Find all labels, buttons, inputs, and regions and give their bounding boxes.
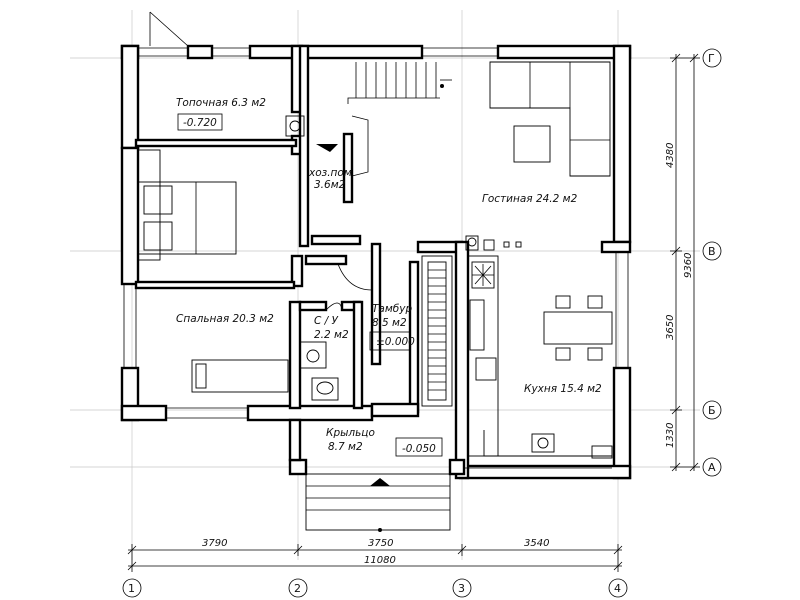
room-area-bathroom: 2.2 м2 [314, 329, 349, 341]
kitchen-furniture [467, 255, 613, 459]
dimension-3-4: 3540 [524, 538, 549, 549]
boiler-unit [285, 115, 305, 137]
room-area-storage: 3.6м2 [314, 179, 346, 191]
porch-steps [305, 473, 451, 532]
dimension-G-V: 4380 [665, 143, 676, 168]
axis-row-V: В [708, 245, 716, 258]
windows [123, 11, 629, 469]
room-area-porch: 8.7 м2 [328, 441, 363, 453]
dimension-right-total: 9360 [683, 253, 694, 278]
room-label-porch: Крыльцо [326, 427, 375, 439]
walls [120, 44, 632, 480]
dimension-B-A: 1330 [665, 423, 676, 448]
right-dimension-chain [670, 53, 700, 472]
axis-row-A: А [708, 461, 716, 474]
room-label-kitchen: Кухня 15.4 м2 [524, 383, 602, 395]
porch-level-box [395, 437, 443, 457]
room-label-boiler: Топочная 6.3 м2 [176, 97, 266, 109]
room-label-living: Гостиная 24.2 м2 [482, 193, 578, 205]
bathroom-fixtures [299, 302, 343, 401]
level-vestibule: ±0.000 [376, 336, 415, 348]
vestibule-level-box [369, 331, 411, 351]
room-label-bathroom: С / У [314, 315, 339, 327]
row-axis-markers [702, 48, 722, 477]
axis-col-1: 1 [128, 582, 135, 595]
dimension-1-2: 3790 [202, 538, 227, 549]
axis-row-G: Г [708, 52, 715, 65]
dimension-total: 11080 [364, 555, 396, 566]
living-furniture [465, 61, 611, 251]
bedroom-furniture [137, 149, 289, 393]
dimension-V-B: 3650 [665, 315, 676, 340]
axis-col-2: 2 [294, 582, 301, 595]
room-label-vestibule: Тамбур [372, 303, 412, 315]
column-axis-markers [122, 578, 628, 598]
wardrobe [421, 255, 453, 407]
boiler-level-box [177, 113, 223, 131]
bottom-dimension-chain [127, 544, 623, 572]
axis-row-B: Б [708, 404, 716, 417]
staircase-top [316, 62, 452, 177]
dimension-2-3: 3750 [368, 538, 393, 549]
vestibule-door [337, 263, 373, 291]
room-label-storage: хоз.пом [308, 167, 352, 179]
room-area-vestibule: 8.5 м2 [372, 317, 407, 329]
level-porch: -0.050 [402, 443, 436, 455]
axis-col-4: 4 [614, 582, 621, 595]
axis-col-3: 3 [458, 582, 465, 595]
room-label-bedroom: Спальная 20.3 м2 [176, 313, 274, 325]
level-boiler: -0.720 [183, 117, 217, 129]
